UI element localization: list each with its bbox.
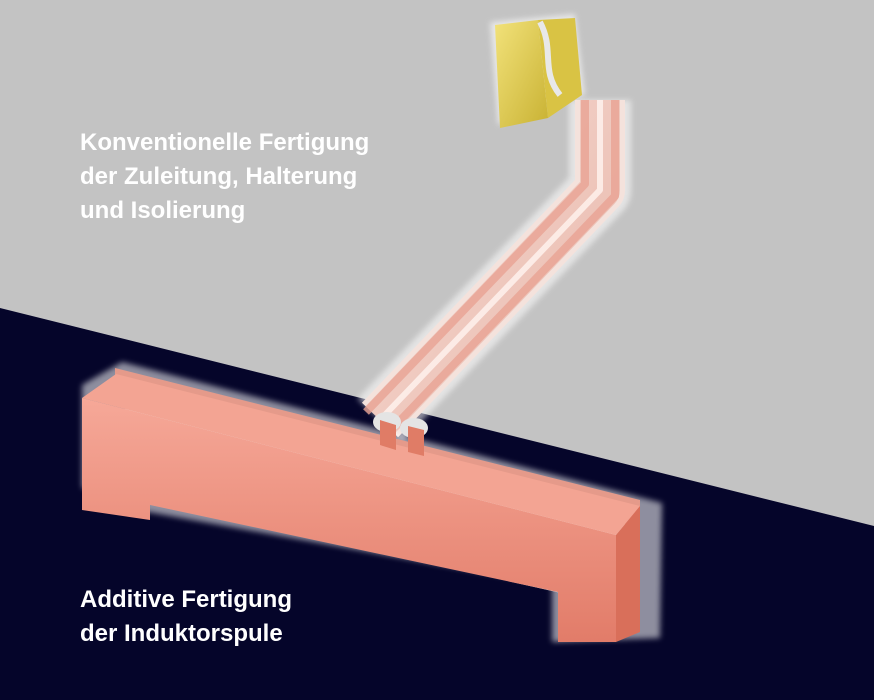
caption-conventional-line3: und Isolierung	[80, 197, 246, 224]
caption-conventional-line2: der Zuleitung, Halterung	[80, 163, 358, 190]
caption-additive-line2: der Induktorspule	[80, 620, 283, 647]
caption-additive-manufacturing: Additive Fertigung der Induktorspule	[80, 583, 292, 651]
caption-conventional-line1: Konventionelle Fertigung	[80, 129, 370, 156]
caption-additive-line1: Additive Fertigung	[80, 586, 292, 613]
inductor-coil	[82, 362, 662, 642]
feed-line	[357, 100, 631, 442]
holder-block	[490, 14, 585, 128]
caption-conventional-manufacturing: Konventionelle Fertigung der Zuleitung, …	[80, 126, 369, 228]
